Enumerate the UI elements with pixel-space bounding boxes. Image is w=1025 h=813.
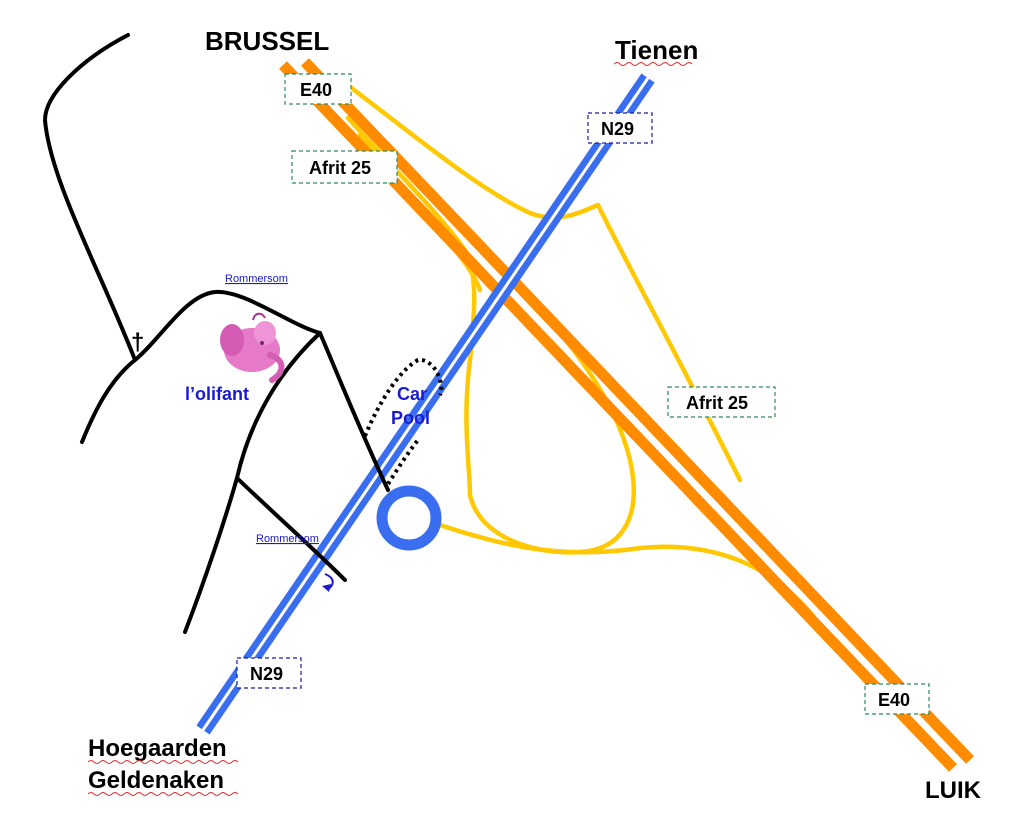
sign-exit-top: Afrit 25 <box>291 150 398 184</box>
sign-exit-right: Afrit 25 <box>667 386 776 418</box>
svg-text:E40: E40 <box>300 80 332 100</box>
sign-e40-bottom: E40 <box>864 683 930 715</box>
city-geldenaken: Geldenaken <box>88 767 224 794</box>
church-cross-icon: † <box>131 329 144 356</box>
road-to-roundabout <box>318 331 390 492</box>
carpool-label-line1: Car <box>397 384 427 404</box>
spell-squiggle-geldenaken <box>87 792 239 796</box>
roundabout <box>376 485 442 551</box>
sign-n29-top: N29 <box>587 112 653 144</box>
pink-elephant-icon <box>220 312 285 383</box>
sign-e40-top: E40 <box>284 73 352 105</box>
carpool-path <box>363 358 444 437</box>
road-far-left <box>42 33 137 362</box>
svg-text:Afrit 25: Afrit 25 <box>309 158 371 178</box>
road-rommersom-hill <box>133 289 322 362</box>
city-hoegaarden: Hoegaarden <box>88 735 227 762</box>
olifant-label: l’olifant <box>185 384 249 404</box>
turn-arrow-head <box>322 584 331 592</box>
city-brussel: BRUSSEL <box>205 26 329 56</box>
ramp-inner-loop <box>467 297 636 555</box>
n29-road <box>196 73 655 735</box>
ramp-right <box>595 202 743 483</box>
road-left-lower <box>80 358 137 444</box>
spell-squiggle-tienen <box>613 62 693 66</box>
carpool-path-2 <box>386 438 420 486</box>
blue-label-rommersom-top: Rommersom <box>225 273 288 285</box>
road-rommersom-lower <box>235 476 347 582</box>
svg-text:E40: E40 <box>878 690 910 710</box>
sign-n29-bottom: N29 <box>236 657 302 689</box>
svg-text:Afrit 25: Afrit 25 <box>686 393 748 413</box>
blue-label-rommersom-bottom: Rommersom <box>256 533 319 545</box>
local-roads <box>42 33 390 634</box>
ramp-top-left-loop <box>345 115 477 498</box>
spell-squiggle-hoegaarden <box>87 760 239 764</box>
svg-text:N29: N29 <box>601 119 634 139</box>
carpool-label-line2: Pool <box>391 408 430 428</box>
city-tienen: Tienen <box>615 35 698 65</box>
svg-text:N29: N29 <box>250 664 283 684</box>
city-luik: LUIK <box>925 777 982 804</box>
ramp-top-right-loop <box>342 80 601 220</box>
